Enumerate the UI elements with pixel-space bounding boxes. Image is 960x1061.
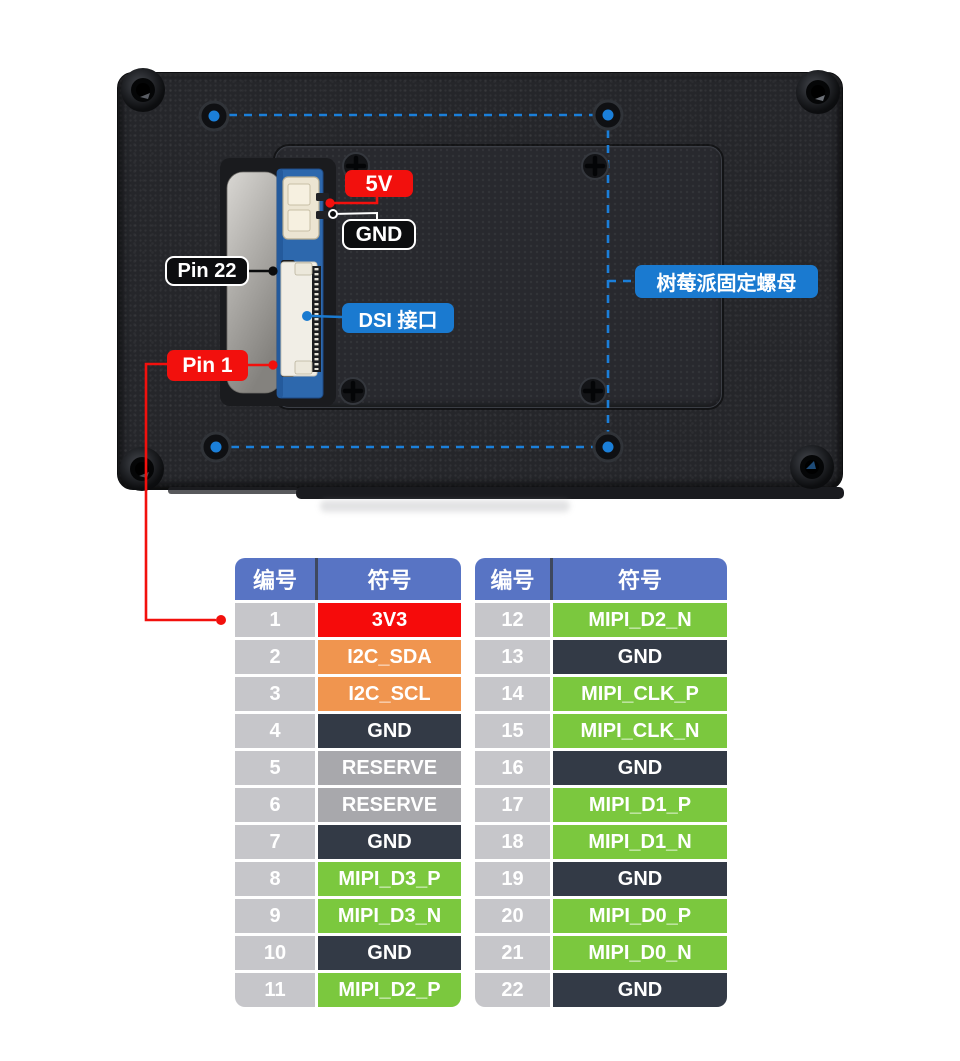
pin-number-cell: 18 — [475, 825, 550, 859]
pin-number-cell: 21 — [475, 936, 550, 970]
case-bottom-shadow — [168, 487, 844, 512]
pin-symbol-cell: RESERVE — [318, 751, 461, 785]
header-pin-symbol: 符号 — [367, 568, 412, 593]
pin-symbol-cell: GND — [553, 973, 727, 1007]
pin-number-cell: 14 — [475, 677, 550, 711]
pin-symbol-cell: MIPI_CLK_N — [553, 714, 727, 748]
pin-number-cell: 2 — [235, 640, 315, 674]
label-pin22: Pin 22 — [165, 256, 249, 286]
pin-number-cell: 5 — [235, 751, 315, 785]
pin-symbol-cell: GND — [553, 862, 727, 896]
header-pin-number: 编号 — [490, 568, 535, 593]
pin-number-cell: 9 — [235, 899, 315, 933]
pin-symbol-cell: I2C_SCL — [318, 677, 461, 711]
pin-symbol-cell: GND — [318, 714, 461, 748]
pin-symbol-cell: MIPI_D3_N — [318, 899, 461, 933]
pin-symbol-cell: GND — [318, 825, 461, 859]
pin-symbol-cell: MIPI_D2_P — [318, 973, 461, 1007]
pin-number-cell: 3 — [235, 677, 315, 711]
label-gnd: GND — [342, 219, 416, 250]
pin-number-cell: 16 — [475, 751, 550, 785]
pin-symbol-cell: MIPI_D0_N — [553, 936, 727, 970]
pin-number-cell: 20 — [475, 899, 550, 933]
pin-number-cell: 12 — [475, 603, 550, 637]
pin-symbol-cell: MIPI_D1_P — [553, 788, 727, 822]
header-pin-symbol: 符号 — [617, 568, 662, 593]
pin-number-cell: 6 — [235, 788, 315, 822]
label-dsi-port: DSI 接口 — [342, 303, 454, 333]
pin-symbol-cell: MIPI_D2_N — [553, 603, 727, 637]
pin-number-cell: 4 — [235, 714, 315, 748]
pin-symbol-cell: MIPI_D1_N — [553, 825, 727, 859]
pin-number-cell: 8 — [235, 862, 315, 896]
header-divider — [550, 558, 553, 600]
pin-symbol-cell: RESERVE — [318, 788, 461, 822]
header-pin-number: 编号 — [252, 568, 297, 593]
pin-number-cell: 10 — [235, 936, 315, 970]
label-5v: 5V — [345, 170, 413, 197]
pin-symbol-cell: MIPI_D0_P — [553, 899, 727, 933]
pin-symbol-cell: GND — [553, 640, 727, 674]
pin-symbol-cell: GND — [318, 936, 461, 970]
header-divider — [315, 558, 318, 600]
pin-symbol-cell: 3V3 — [318, 603, 461, 637]
label-rpi-fixing-nut: 树莓派固定螺母 — [635, 265, 818, 298]
pin-number-cell: 15 — [475, 714, 550, 748]
pin-symbol-cell: I2C_SDA — [318, 640, 461, 674]
pin-number-cell: 19 — [475, 862, 550, 896]
pin-number-cell: 17 — [475, 788, 550, 822]
pin-number-cell: 13 — [475, 640, 550, 674]
table-header-row: 编号 符号 — [475, 558, 727, 600]
label-pin1: Pin 1 — [167, 350, 248, 381]
pin-number-cell: 1 — [235, 603, 315, 637]
table-header-row: 编号 符号 — [235, 558, 461, 600]
pin-number-cell: 11 — [235, 973, 315, 1007]
pin-symbol-cell: GND — [553, 751, 727, 785]
pin-symbol-cell: MIPI_D3_P — [318, 862, 461, 896]
pin-number-cell: 22 — [475, 973, 550, 1007]
pin-symbol-cell: MIPI_CLK_P — [553, 677, 727, 711]
pin-number-cell: 7 — [235, 825, 315, 859]
